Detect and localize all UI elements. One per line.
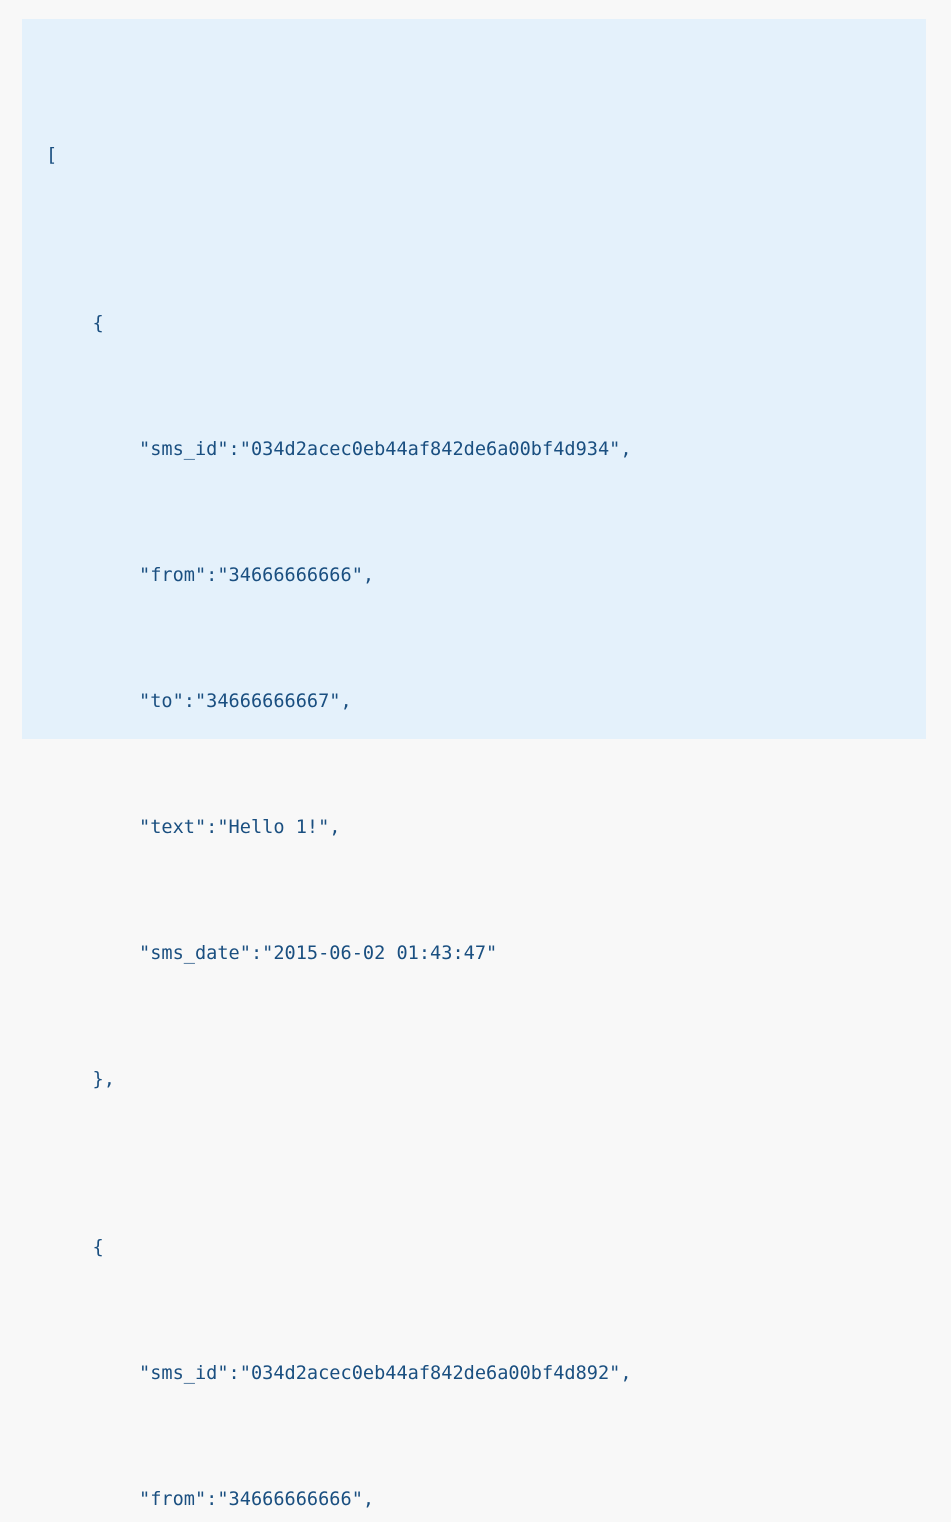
record-1-sms-date: "sms_date":"2015-06-02 01:43:47" (139, 943, 498, 964)
json-code-block: [ { "sms_id":"034d2acec0eb44af842de6a00b… (22, 19, 926, 1510)
json-code: [ { "sms_id":"034d2acec0eb44af842de6a00b… (46, 51, 632, 1522)
array-open-bracket: [ (46, 145, 58, 166)
record-2-open-brace: { (92, 1237, 104, 1258)
record-2-sms-id: "sms_id":"034d2acec0eb44af842de6a00bf4d8… (139, 1363, 632, 1384)
record-1-text: "text":"Hello 1!", (139, 817, 341, 838)
record-1-open-brace: { (92, 313, 104, 334)
record-2-from: "from":"34666666666", (139, 1489, 375, 1510)
record-1-close-brace: }, (92, 1069, 115, 1090)
record-1-from: "from":"34666666666", (139, 565, 375, 586)
record-1-to: "to":"34666666667", (139, 691, 352, 712)
record-1-sms-id: "sms_id":"034d2acec0eb44af842de6a00bf4d9… (139, 439, 632, 460)
